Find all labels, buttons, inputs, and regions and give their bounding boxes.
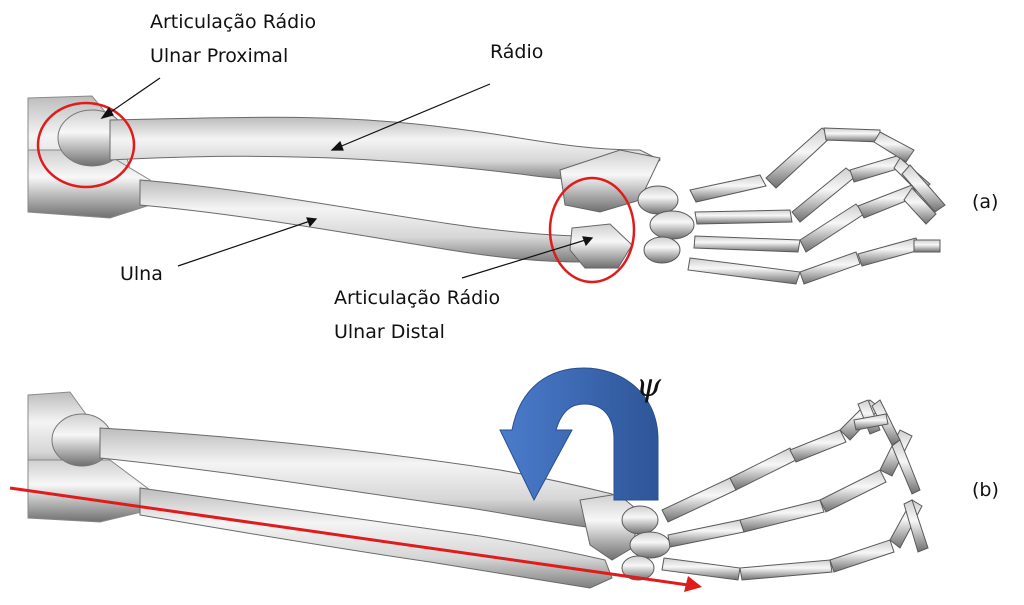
distal-joint-label-line1: Articulação Rádio	[334, 286, 500, 310]
hand-bones-a	[638, 128, 945, 284]
ulna-leader-line	[178, 219, 316, 266]
hand-bones-b	[622, 400, 928, 580]
distal-joint-label-line2: Ulnar Distal	[334, 320, 445, 344]
rotation-axis-arrowhead	[684, 576, 702, 592]
proximal-joint-label-line1: Articulação Rádio	[150, 10, 316, 34]
ulna-bone-a	[140, 180, 600, 262]
rotation-symbol-psi: ψ	[636, 366, 661, 404]
panel-a-skeleton	[28, 96, 945, 284]
ulna-label: Ulna	[120, 262, 163, 286]
panel-b-label: (b)	[972, 478, 999, 502]
proximal-joint-label-line2: Ulnar Proximal	[150, 44, 288, 68]
radius-label: Rádio	[490, 40, 543, 64]
panel-b-skeleton	[28, 392, 928, 588]
panel-a-label: (a)	[972, 190, 998, 214]
olecranon-b	[28, 460, 150, 522]
ulna-distal-end-a	[570, 224, 632, 268]
